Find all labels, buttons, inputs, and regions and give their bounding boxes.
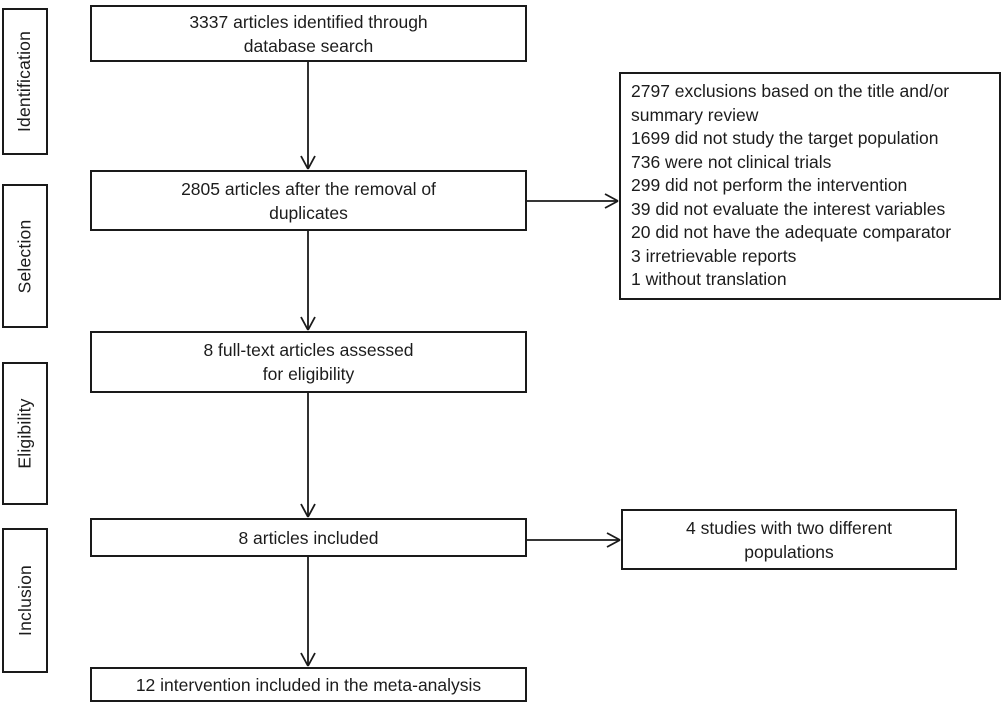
stage-identification-label: Identification (14, 30, 35, 133)
exclusion-line: 2797 exclusions based on the title and/o… (631, 81, 950, 125)
arrow-included-to-populations (527, 532, 621, 548)
arrow-deduplicated-to-exclusions (527, 193, 619, 209)
stage-selection-label: Selection (14, 219, 35, 293)
flow-box-articles-included: 8 articles included (90, 518, 527, 557)
arrow-included-to-meta-analysis (300, 557, 316, 667)
exclusion-line: 20 did not have the adequate comparator (631, 222, 952, 242)
flow-box-meta-analysis-line1: 12 intervention included in the meta-ana… (135, 674, 482, 695)
arrow-fulltext-to-included (300, 393, 316, 518)
flow-box-deduplicated: 2805 articles after the removal of dupli… (90, 170, 527, 231)
stage-eligibility: Eligibility (2, 362, 48, 505)
populations-box: 4 studies with two different populations (621, 509, 957, 570)
exclusions-box: 2797 exclusions based on the title and/o… (619, 72, 1001, 300)
flow-box-identified-line1: 3337 articles identified through (189, 11, 428, 32)
exclusion-line: 1 without translation (631, 269, 787, 289)
stage-inclusion-label: Inclusion (14, 565, 35, 636)
flow-box-deduplicated-line2: duplicates (269, 202, 348, 223)
exclusion-line: 299 did not perform the intervention (631, 175, 908, 195)
populations-box-line1: 4 studies with two different (686, 517, 892, 538)
flow-box-deduplicated-line1: 2805 articles after the removal of (181, 178, 436, 199)
arrow-deduplicated-to-fulltext (300, 231, 316, 331)
flow-box-identified-line2: database search (243, 35, 374, 56)
exclusion-line: 3 irretrievable reports (631, 245, 797, 266)
stage-identification: Identification (2, 8, 48, 155)
stage-eligibility-label: Eligibility (14, 398, 35, 469)
flow-box-identified: 3337 articles identified through databas… (90, 5, 527, 62)
flow-box-fulltext-assessed-line1: 8 full-text articles assessed (203, 340, 414, 360)
stage-inclusion: Inclusion (2, 528, 48, 673)
exclusion-line: 736 were not clinical trials (631, 151, 832, 172)
flow-box-meta-analysis: 12 intervention included in the meta-ana… (90, 667, 527, 702)
flow-box-fulltext-assessed: 8 full-text articles assessed for eligib… (90, 331, 527, 393)
stage-selection: Selection (2, 184, 48, 328)
exclusion-line: 39 did not evaluate the interest variabl… (631, 198, 946, 219)
populations-box-line2: populations (744, 541, 834, 562)
exclusion-line: 1699 did not study the target population (631, 128, 939, 148)
arrow-identified-to-deduplicated (300, 62, 316, 170)
flow-box-fulltext-assessed-line2: for eligibility (262, 364, 355, 384)
flow-box-articles-included-line1: 8 articles included (238, 527, 379, 548)
